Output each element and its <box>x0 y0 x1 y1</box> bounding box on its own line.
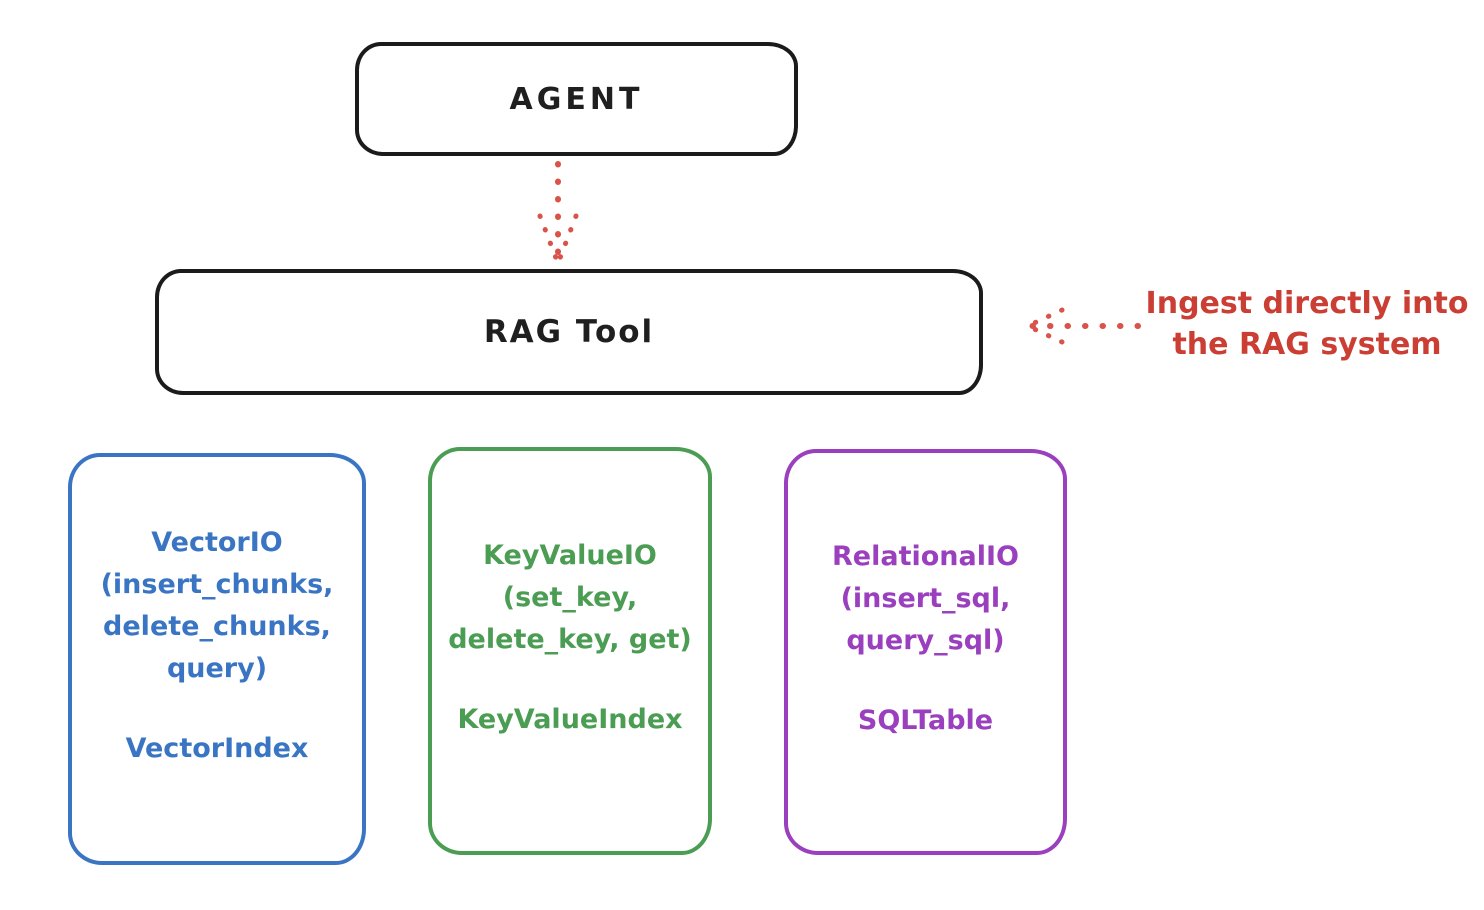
ingest-annotation: Ingest directly into the RAG system <box>1140 283 1474 365</box>
ingest-annotation-line2: the RAG system <box>1172 327 1442 362</box>
sql-table-label: SQLTable <box>857 705 994 736</box>
relational-io-line: RelationalIO <box>832 541 1019 572</box>
relational-io-line: query_sql) <box>846 625 1005 656</box>
relational-io-line: (insert_sql, <box>840 583 1011 614</box>
keyvalue-io-line: delete_key, get) <box>448 624 692 655</box>
rag-tool-box: RAG Tool <box>155 269 983 395</box>
vector-io-line: VectorIO <box>151 527 283 558</box>
agent-box: AGENT <box>355 42 798 156</box>
keyvalue-io-title-block: KeyValueIO (set_key, delete_key, get) <box>448 535 692 661</box>
ingest-arrow-icon <box>1027 307 1141 345</box>
vector-io-line: delete_chunks, <box>103 611 331 642</box>
relational-io-title-block: RelationalIO (insert_sql, query_sql) <box>832 536 1019 662</box>
vector-index-label: VectorIndex <box>125 733 309 764</box>
keyvalue-io-box: KeyValueIO (set_key, delete_key, get) Ke… <box>428 447 712 855</box>
keyvalue-io-line: (set_key, <box>502 582 638 613</box>
agent-box-label: AGENT <box>509 81 644 117</box>
vector-io-title-block: VectorIO (insert_chunks, delete_chunks, … <box>101 522 334 690</box>
ingest-annotation-line1: Ingest directly into <box>1145 286 1469 321</box>
relational-io-box: RelationalIO (insert_sql, query_sql) SQL… <box>784 449 1067 855</box>
vector-io-line: (insert_chunks, <box>100 569 334 600</box>
vector-io-box: VectorIO (insert_chunks, delete_chunks, … <box>68 453 366 865</box>
rag-tool-box-label: RAG Tool <box>483 314 655 350</box>
agent-to-ragtool-arrow-icon <box>537 161 579 261</box>
keyvalue-index-label: KeyValueIndex <box>457 704 683 735</box>
vector-io-line: query) <box>166 653 268 684</box>
keyvalue-io-line: KeyValueIO <box>483 540 657 571</box>
